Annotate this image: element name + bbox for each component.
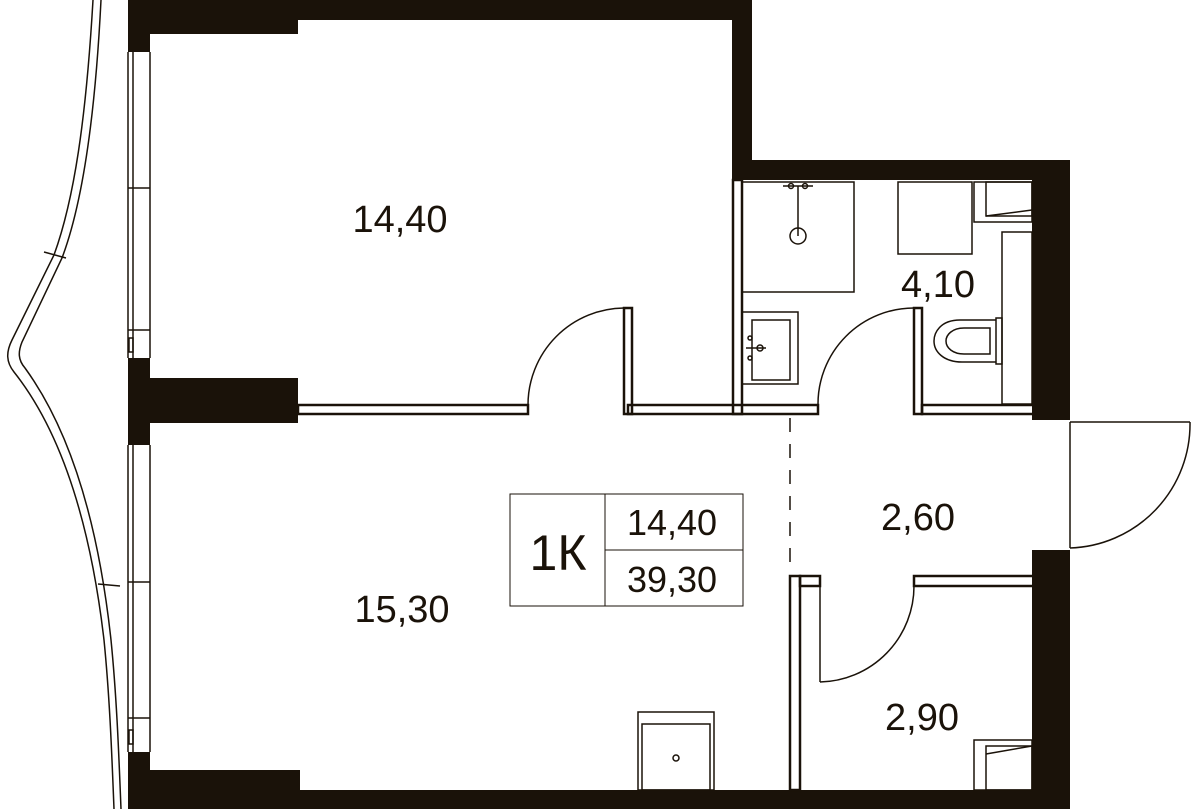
storage-area-label: 2,90 (885, 697, 959, 739)
room-area-label: 14,40 (352, 199, 447, 241)
walls (128, 0, 1070, 809)
toilet-icon (933, 231, 1033, 405)
area-legend: 1К 14,40 39,30 (509, 493, 744, 607)
stove-icon (637, 711, 715, 791)
living-area-value: 14,40 (627, 502, 717, 543)
hall-area-label: 2,60 (881, 497, 955, 539)
washing-machine-icon (897, 181, 973, 255)
apartment-type-label: 1К (530, 525, 587, 581)
doors (527, 307, 1191, 683)
bathtub-icon (741, 181, 855, 293)
living-area-label: 15,30 (354, 589, 449, 631)
shaft-icon (973, 739, 1033, 791)
bathroom-area-label: 4,10 (901, 264, 975, 306)
window-strip (127, 52, 151, 752)
sink-icon (741, 311, 799, 385)
facade-curve (7, 0, 122, 809)
shaft-icon (973, 181, 1033, 223)
total-area-value: 39,30 (627, 559, 717, 600)
